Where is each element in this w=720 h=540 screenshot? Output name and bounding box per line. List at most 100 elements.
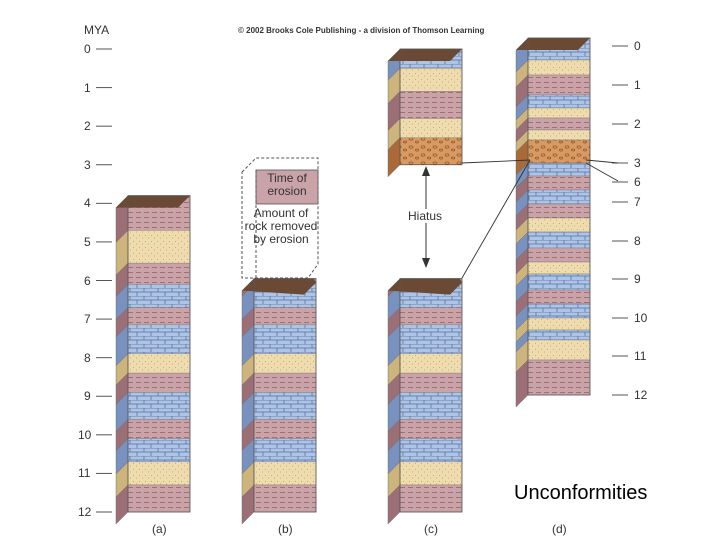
left-tick-label: 7 [84,312,91,327]
column-top [516,38,590,50]
layer [527,107,591,119]
layer [253,484,317,513]
left-tick-label: 8 [84,350,91,365]
layer [527,189,591,205]
layer [399,392,463,420]
layer [399,372,463,393]
layer [127,307,191,326]
column-b [241,278,317,525]
layer [527,74,591,96]
layer [399,91,463,119]
right-tick-label: 7 [634,195,641,209]
layer [527,162,591,177]
eroded-top [388,278,462,295]
caption-c: (c) [424,522,438,536]
eroded-block-outline [241,157,319,279]
layer [253,324,317,355]
layer [527,203,591,219]
layer [127,392,191,420]
right-tick-label: 1 [634,78,641,92]
left-tick-label: 6 [84,273,91,288]
column-outline [527,37,591,396]
left-tick-label: 5 [84,234,91,249]
column-outline [399,48,463,166]
right-tick-label: 2 [634,117,641,131]
mya-axis-title: MYA [84,23,110,37]
left-axis [96,48,112,513]
layer [127,230,191,264]
right-tick-label: 12 [634,388,648,402]
slide-title: Unconformities [514,482,648,504]
layer [399,68,463,92]
layer [527,117,591,131]
eroded-top [242,278,316,295]
layer [399,461,463,486]
layer [527,129,591,141]
layer [527,329,591,341]
layer [253,438,317,463]
column-top [388,49,462,61]
connector-lines [461,159,531,279]
layer [399,353,463,374]
layer [399,419,463,439]
layer [127,353,191,374]
right-tick-label: 0 [634,39,641,53]
caption-b: (b) [278,522,293,536]
caption-a: (a) [152,522,167,536]
layer [253,307,317,326]
layer [527,247,591,263]
caption-d: (d) [552,522,567,536]
right-tick-label: 3 [634,156,641,170]
layer [399,307,463,326]
layer [399,438,463,463]
left-tick-label: 11 [78,466,91,481]
column-d [515,37,591,408]
column-outline [253,278,317,513]
left-tick-label: 9 [84,389,91,404]
layer [527,94,591,109]
layer [253,461,317,486]
layer [527,59,591,76]
left-tick-label: 4 [84,196,91,211]
layer [527,303,591,319]
layer [127,438,191,463]
column-c [387,48,463,525]
copyright-text: © 2002 Brooks Cole Publishing - a divisi… [238,26,485,35]
layer [127,461,191,486]
layer [527,261,591,275]
layer [399,324,463,355]
column-outline [399,278,463,513]
layer [253,372,317,393]
layer [253,353,317,374]
time-of-erosion-label: Time of erosion [267,171,307,198]
layer [399,118,463,138]
left-tick-label: 2 [84,119,91,134]
layer [127,324,191,355]
layer [527,217,591,233]
layer [127,484,191,513]
layer [253,392,317,420]
left-tick-label: 12 [78,505,92,519]
layer [527,139,591,164]
left-tick-label: 0 [84,42,91,56]
layer [127,284,191,308]
layer [527,359,591,396]
layer [527,339,591,361]
right-tick-label: 8 [634,234,641,248]
hiatus-label: Hiatus [407,209,444,223]
layer [127,419,191,439]
left-tick-label: 1 [84,80,91,95]
layer [527,273,591,291]
left-tick-label: 10 [78,427,92,442]
right-leader-lines [585,159,619,182]
left-tick-label: 3 [84,157,91,172]
layer [399,137,463,165]
amount-removed-label: Amount of rock removed by erosion [244,206,318,246]
layer [399,484,463,513]
layer [253,419,317,439]
layer [127,262,191,285]
right-tick-label: 10 [634,311,648,325]
right-tick-label: 11 [634,349,647,363]
right-tick-label: 6 [634,175,641,189]
